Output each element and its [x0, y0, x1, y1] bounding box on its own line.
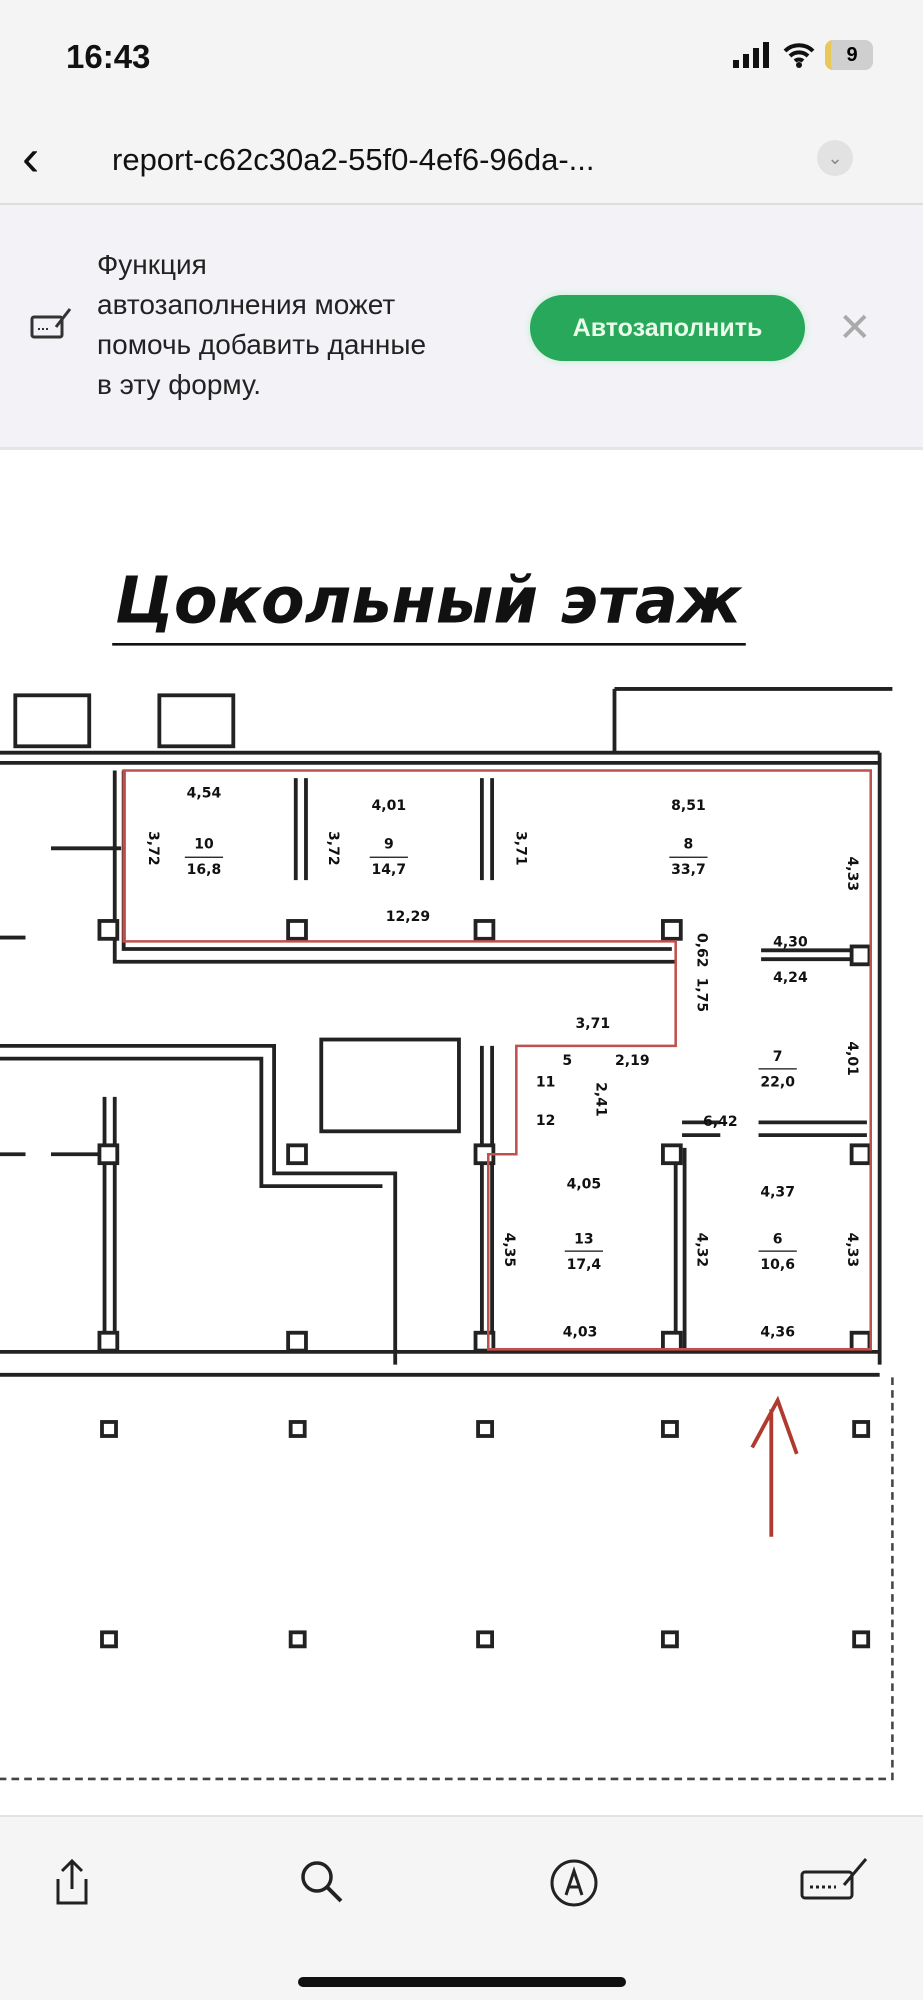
- room-area: 10,6: [760, 1257, 795, 1273]
- chevron-down-icon[interactable]: ⌄: [817, 140, 853, 176]
- dimension: 0,62: [693, 933, 709, 968]
- share-icon[interactable]: [52, 1857, 92, 1907]
- room-number: 6: [773, 1231, 783, 1247]
- message-line: помочь добавить данные: [97, 329, 427, 360]
- status-bar: 16:43 9: [0, 0, 923, 120]
- arrow-annotation: [750, 1395, 799, 1537]
- message-line: в эту форму.: [97, 369, 261, 400]
- room-number: 11: [536, 1075, 556, 1091]
- dimension: 4,35: [501, 1233, 517, 1268]
- room-number: 13: [574, 1231, 594, 1247]
- autofill-banner: Функция автозаполнения может помочь доба…: [0, 205, 923, 450]
- autofill-message: Функция автозаполнения может помочь доба…: [97, 245, 527, 405]
- dimension: 4,33: [844, 1233, 860, 1268]
- columns: [97, 919, 872, 1649]
- wifi-icon: [783, 43, 815, 68]
- dimension: 4,37: [760, 1184, 795, 1200]
- room-number: 8: [684, 836, 694, 852]
- dimension: 3,72: [325, 831, 341, 866]
- back-button[interactable]: ‹: [22, 129, 40, 187]
- dimension: 2,41: [593, 1082, 609, 1117]
- room-number: 12: [536, 1113, 556, 1129]
- room-number: 9: [384, 836, 394, 852]
- dimension: 4,36: [760, 1325, 795, 1341]
- dimension: 6,42: [703, 1114, 738, 1130]
- clock: 16:43: [66, 38, 151, 75]
- home-indicator: [298, 1977, 626, 1987]
- dimension: 3,71: [576, 1016, 611, 1032]
- plan-title: Цокольный этаж: [115, 565, 743, 639]
- room-number: 7: [773, 1049, 783, 1065]
- dimension: 4,54: [187, 785, 222, 801]
- autofill-form-icon[interactable]: [800, 1857, 870, 1902]
- battery-indicator: 9: [825, 40, 873, 70]
- nav-bar: ‹ report-c62c30a2-55f0-4ef6-96da-... ⌄: [0, 120, 923, 205]
- dimension: 4,33: [844, 856, 860, 891]
- room-area: 16,8: [187, 862, 222, 878]
- dimension: 4,01: [844, 1041, 860, 1076]
- dimension: 4,32: [693, 1233, 709, 1268]
- dimension: 4,24: [773, 970, 808, 986]
- close-icon[interactable]: ✕: [838, 306, 872, 350]
- room-number: 10: [194, 836, 214, 852]
- dimension: 8,51: [671, 798, 706, 814]
- room-area: 17,4: [567, 1257, 602, 1273]
- message-line: Функция: [97, 249, 207, 280]
- dimension: 3,72: [145, 831, 161, 866]
- dimension: 1,75: [693, 978, 709, 1013]
- room-area: 33,7: [671, 862, 706, 878]
- autofill-form-icon: [30, 308, 72, 339]
- autofill-button[interactable]: Автозаполнить: [530, 295, 805, 361]
- search-icon[interactable]: [297, 1857, 347, 1907]
- signal-icon: [733, 42, 769, 68]
- leased-area-outline: [122, 769, 873, 1351]
- room-area: 14,7: [372, 862, 407, 878]
- dimension: 2,19: [615, 1053, 650, 1069]
- dimension: 4,30: [773, 934, 808, 950]
- bottom-toolbar: [0, 1815, 923, 2000]
- dimension: 12,29: [386, 909, 430, 925]
- room-number: 5: [562, 1053, 572, 1069]
- document-title: report-c62c30a2-55f0-4ef6-96da-...: [112, 142, 595, 177]
- dimension: 4,03: [563, 1325, 598, 1341]
- dimension: 4,05: [567, 1177, 602, 1193]
- room-area: 22,0: [760, 1075, 795, 1091]
- walls: [0, 687, 893, 1377]
- dimension: 4,01: [372, 798, 407, 814]
- markup-icon[interactable]: [548, 1857, 600, 1909]
- message-line: автозаполнения может: [97, 289, 396, 320]
- dimension: 3,71: [512, 831, 528, 866]
